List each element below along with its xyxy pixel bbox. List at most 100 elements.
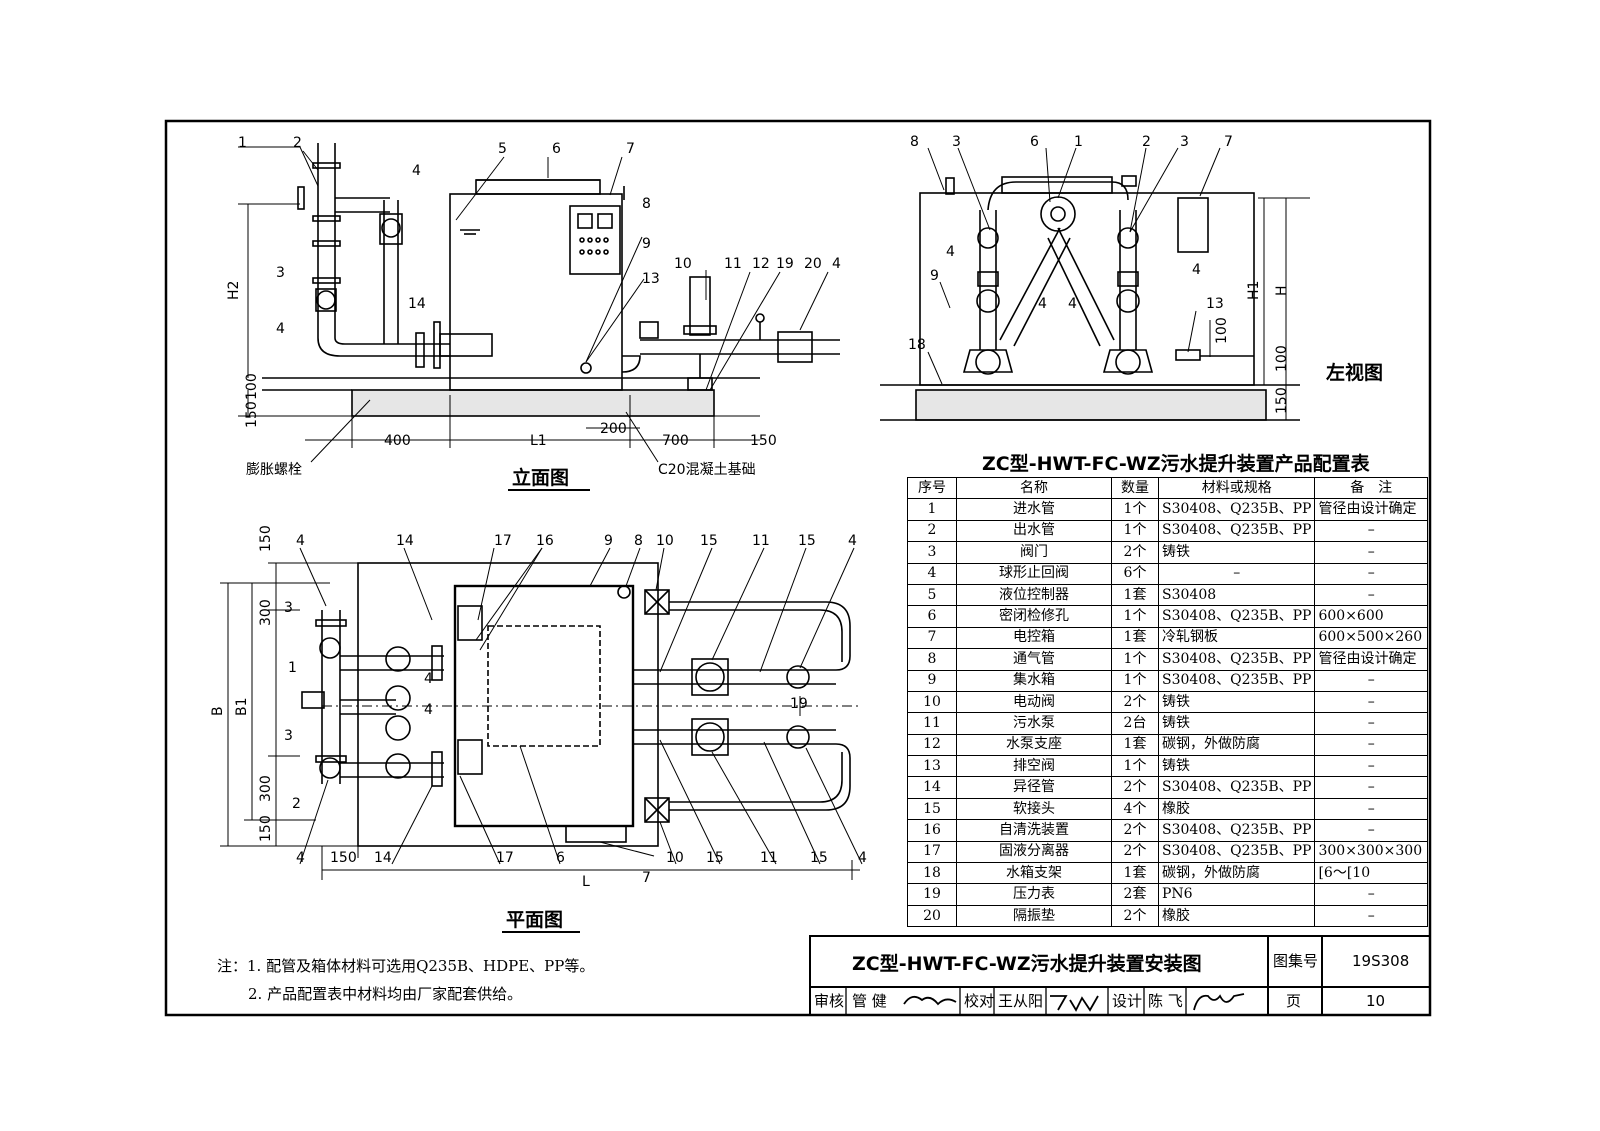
drawing-title: ZC型-HWT-FC-WZ污水提升装置安装图 — [852, 952, 1202, 975]
table-cell: 集水箱 — [956, 669, 1112, 692]
table-cell: 自清洗装置 — [956, 819, 1112, 842]
callout: 15 — [798, 533, 816, 549]
table-cell: 出水管 — [956, 519, 1112, 543]
designer-signature — [1193, 993, 1245, 1011]
callout: 4 — [848, 533, 857, 549]
table-cell: – — [1157, 562, 1316, 585]
table-cell: 软接头 — [956, 797, 1112, 821]
callout: 4 — [412, 163, 421, 179]
title-block-text: ZC型-HWT-FC-WZ污水提升装置安装图 图集号 19S308 审核 管 健… — [814, 952, 1409, 1010]
table-cell: – — [1314, 669, 1428, 692]
callout: 13 — [1206, 296, 1224, 312]
table-cell: S30408、Q235B、PP — [1157, 519, 1316, 543]
table-cell: – — [1314, 755, 1428, 778]
callout: 3 — [952, 134, 961, 150]
callout: 3 — [276, 265, 285, 281]
callout: 1 — [238, 135, 247, 151]
callout: 8 — [634, 533, 643, 549]
table-cell: 管径由设计确定 — [1314, 498, 1428, 521]
callout: 3 — [1180, 134, 1189, 150]
elevation-title: 立面图 — [512, 466, 569, 489]
callout: 17 — [496, 850, 514, 866]
table-cell: – — [1314, 733, 1428, 757]
col-header: 材料或规格 — [1157, 476, 1316, 500]
page-label: 页 — [1286, 992, 1301, 1010]
table-cell: 5 — [907, 583, 957, 607]
note-2: 2. 产品配置表中材料均由厂家配套供给。 — [248, 985, 523, 1003]
table-cell: S30408、Q235B、PP — [1157, 840, 1316, 864]
table-cell: S30408 — [1157, 583, 1316, 607]
bolt-label: 膨胀螺栓 — [246, 461, 302, 478]
table-cell: 橡胶 — [1157, 904, 1316, 928]
table-cell: 300×300×300 — [1314, 840, 1428, 864]
table-cell: 4个 — [1111, 797, 1159, 821]
check-label: 校对 — [964, 992, 994, 1010]
left-view — [880, 175, 1300, 421]
table-cell: – — [1314, 562, 1428, 585]
dim-l1: L1 — [530, 433, 547, 449]
callout: 9 — [642, 236, 651, 252]
table-cell: 2个 — [1111, 541, 1159, 564]
table-cell: 铸铁 — [1157, 755, 1316, 778]
table-cell: 20 — [907, 904, 957, 928]
dim-150: 150 — [1274, 387, 1290, 414]
table-cell: – — [1314, 904, 1428, 928]
table-cell: 液位控制器 — [956, 583, 1112, 607]
table-cell: 水泵支座 — [956, 733, 1112, 757]
callout: 2 — [1142, 134, 1151, 150]
table-header-row: 序号 名称 数量 材料或规格 备 注 — [907, 476, 1428, 500]
dim-b: B — [210, 706, 226, 716]
table-cell: 进水管 — [956, 498, 1112, 521]
col-header: 名称 — [956, 476, 1112, 500]
table-cell: 10 — [907, 690, 957, 714]
table-cell: 7 — [907, 626, 957, 650]
concrete-label: C20混凝土基础 — [658, 461, 756, 478]
table-cell: 阀门 — [956, 541, 1112, 564]
callout: 5 — [498, 141, 507, 157]
sheet-border — [164, 119, 1432, 1017]
dim-100: 100 — [1214, 317, 1230, 344]
callout: 10 — [674, 256, 692, 272]
table-cell: 球形止回阀 — [956, 562, 1112, 585]
dim-100: 100 — [244, 373, 260, 400]
table-cell: 固液分离器 — [956, 840, 1112, 864]
dim-h1: H1 — [1246, 281, 1262, 300]
table-cell: – — [1314, 797, 1428, 821]
table-cell: – — [1314, 583, 1428, 607]
dim-300a: 300 — [258, 599, 274, 626]
table-cell: 1个 — [1111, 669, 1159, 692]
table-cell: 1个 — [1111, 498, 1159, 521]
tank-elevation — [449, 193, 623, 391]
table-cell: 密闭检修孔 — [956, 605, 1112, 628]
table-cell: – — [1314, 776, 1428, 799]
atlas-no: 19S308 — [1352, 952, 1409, 970]
reviewer: 管 健 — [852, 992, 887, 1010]
table-cell: 铸铁 — [1157, 690, 1316, 714]
table-cell: S30408、Q235B、PP — [1157, 605, 1316, 628]
table-cell: S30408、Q235B、PP — [1157, 498, 1316, 521]
left-view-dims — [927, 147, 1310, 420]
table-cell: 碳钢，外做防腐 — [1157, 733, 1316, 757]
tank-plan — [453, 584, 635, 828]
elevation-callouts: 1 2 3 4 5 6 7 8 9 10 11 12 19 20 4 14 13… — [226, 135, 841, 489]
table-cell: S30408、Q235B、PP — [1157, 669, 1316, 692]
notes: 注：1. 配管及箱体材料可选用Q235B、HDPE、PP等。 2. 产品配置表中… — [217, 952, 594, 1008]
callout: 4 — [424, 702, 433, 718]
callout: 11 — [724, 256, 742, 272]
table-cell: – — [1314, 883, 1428, 906]
callout: 13 — [642, 271, 660, 287]
callout: 10 — [666, 850, 684, 866]
table-cell: 电动阀 — [956, 690, 1112, 714]
plan-callouts: 4 14 17 16 9 8 10 15 11 15 4 4 150 14 17… — [210, 525, 867, 931]
table-cell: 碳钢，外做防腐 — [1157, 862, 1316, 885]
plan-view — [301, 562, 860, 847]
table-cell: PN6 — [1157, 883, 1316, 906]
